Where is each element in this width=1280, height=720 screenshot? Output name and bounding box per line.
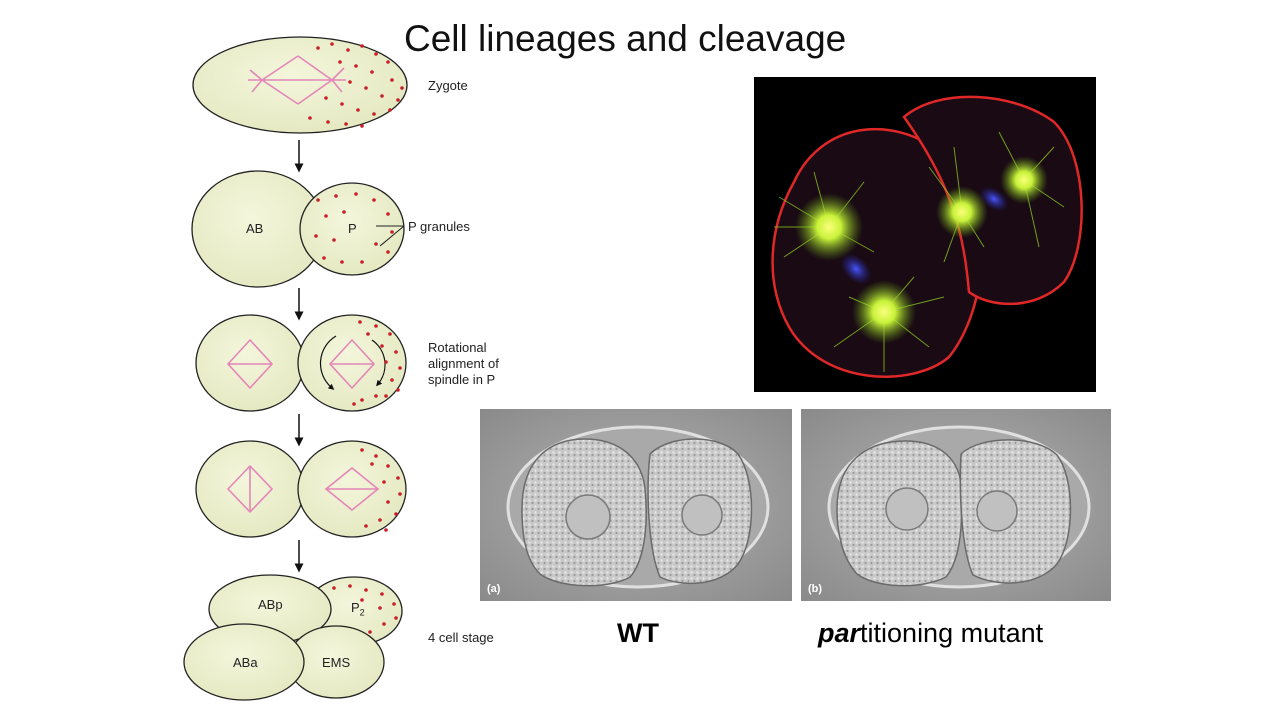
cell-aba-label: ABa <box>233 655 258 670</box>
mutant-caption: partitioning mutant <box>818 618 1044 648</box>
wt-embryo-image <box>480 409 792 601</box>
micrograph-mutant: (b) <box>801 409 1111 601</box>
rotation-stage <box>195 314 407 412</box>
rotation-arrow-right <box>371 339 386 387</box>
aligned-stage <box>195 440 407 538</box>
aligned-granules <box>360 448 402 532</box>
micrograph-wt: (a) <box>480 409 792 601</box>
cell-abp-label: ABp <box>258 597 283 612</box>
ab-spindle-2 <box>226 464 274 514</box>
cleavage-diagram <box>183 36 408 701</box>
rotation-label-line-2: alignment of <box>428 356 499 371</box>
two-cell-stage <box>191 170 405 288</box>
centrosome-4 <box>1000 156 1048 204</box>
rotation-arrow-left <box>319 335 337 390</box>
fluorescence-micrograph <box>754 77 1096 392</box>
fluorescence-image <box>771 95 1083 378</box>
cell-p2-label: P2 <box>351 600 365 618</box>
centrosome-1 <box>795 193 863 261</box>
rotation-granules <box>352 320 402 406</box>
p-spindle <box>328 338 376 390</box>
rotation-label-line-1: Rotational <box>428 340 487 355</box>
slide-title: Cell lineages and cleavage <box>404 18 847 59</box>
left-chromatin <box>840 253 872 285</box>
left-cell-membrane <box>771 128 984 378</box>
zygote-cell <box>192 36 408 134</box>
ab-spindle <box>226 338 274 390</box>
wt-caption: WT <box>617 618 659 648</box>
zygote-label: Zygote <box>428 78 468 93</box>
four-cell-stage <box>183 574 403 701</box>
p-spindle-2 <box>324 466 380 512</box>
centrosome-2 <box>852 280 916 344</box>
panel-a-tag: (a) <box>487 583 501 595</box>
cell-ab-label: AB <box>246 221 264 236</box>
zygote-spindle <box>248 55 346 105</box>
four-cell-label: 4 cell stage <box>428 630 494 645</box>
cell-ems-label: EMS <box>322 655 351 670</box>
cell-p-label: P <box>348 221 357 236</box>
rotation-label-line-3: spindle in P <box>428 372 496 387</box>
p-cell-granules <box>314 192 394 264</box>
centrosome-3 <box>936 186 988 238</box>
mutant-embryo-image <box>801 409 1111 601</box>
p-granules-label: P granules <box>408 219 470 234</box>
zygote-granules <box>308 42 404 128</box>
panel-b-tag: (b) <box>808 583 823 595</box>
